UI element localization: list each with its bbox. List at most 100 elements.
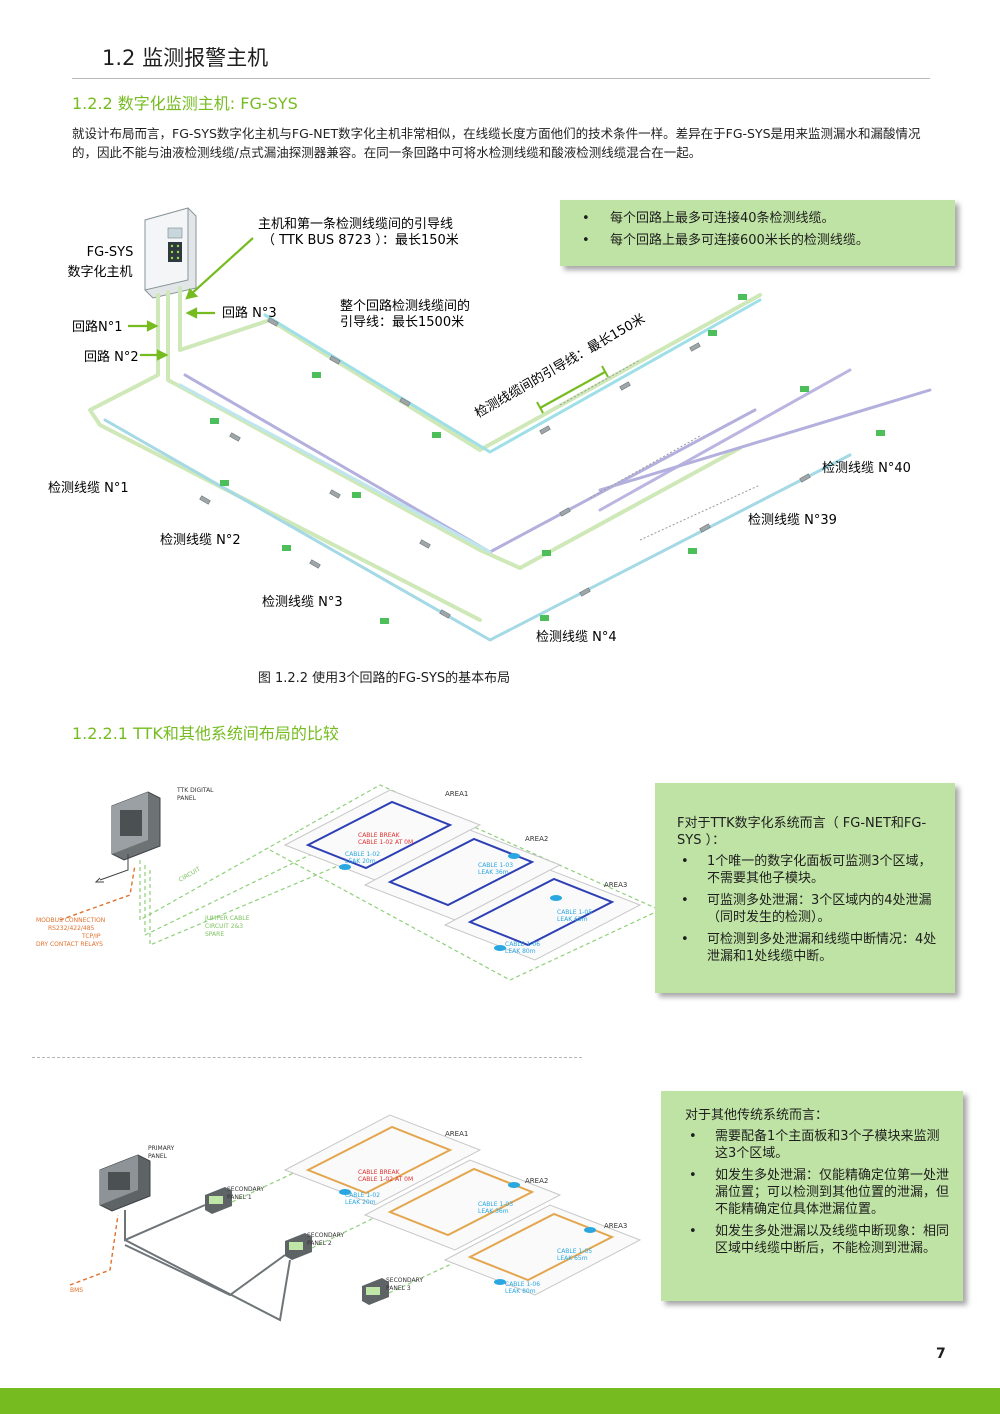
- cable40-label: 检测线缆 N°40: [822, 460, 911, 476]
- ttk-summary-lead: F对于TTK数字化系统而言（ FG-NET和FG-SYS ）：: [677, 816, 927, 848]
- page-number: 7: [936, 1346, 946, 1362]
- conventional-summary-lead: 对于其他传统系统而言：: [685, 1108, 829, 1123]
- ttk-summary-box: F对于TTK数字化系统而言（ FG-NET和FG-SYS ）： 1个唯一的数字化…: [655, 783, 955, 993]
- loop2-label: 回路 N°2: [84, 349, 139, 365]
- bms-label: BMS: [70, 1287, 83, 1294]
- primary-panel-label-2: PANEL: [148, 1153, 168, 1160]
- figure-caption: 图 1.2.2 使用3个回路的FG-SYS的基本布局: [257, 671, 511, 686]
- break-label-b-2: CABLE 1-02 AT 0M: [358, 1176, 413, 1183]
- leak1-label-2: LEAK 20m: [345, 858, 376, 865]
- loop1-wire: [88, 293, 482, 622]
- conventional-layout-diagram: PRIMARY PANEL SECONDARY PANEL 1 SECONDAR…: [69, 1114, 642, 1322]
- host-label-1: FG-SYS: [87, 245, 134, 260]
- loop-limits-box: 每个回路上最多可连接40条检测线缆。 每个回路上最多可连接600米长的检测线缆。: [560, 200, 955, 266]
- secondary-panel-2-icon: [285, 1233, 312, 1260]
- modbus-label: MODBUS CONNECTION: [36, 917, 105, 924]
- area1-label: AREA1: [445, 790, 468, 798]
- cable3-label: 检测线缆 N°3: [262, 594, 343, 610]
- leak4-label-b: CABLE 1-06: [505, 1281, 540, 1288]
- secondary-panel-3-icon: [362, 1278, 389, 1305]
- dotted-gap-1: [559, 359, 641, 406]
- cable1-label: 检测线缆 N°1: [48, 480, 129, 496]
- secondary-panel-1-label-2: PANEL 1: [227, 1194, 252, 1201]
- circuit-label: CIRCUIT: [178, 866, 202, 884]
- ttk-panel-label-2: PANEL: [177, 795, 197, 802]
- host-label-2: 数字化主机: [67, 265, 132, 280]
- page-title: 1.2 监测报警主机: [102, 46, 269, 70]
- leak2-label-2: LEAK 36m: [478, 869, 509, 876]
- leak4-label-2: LEAK 80m: [505, 948, 536, 955]
- conventional-summary-item: 如发生多处泄漏以及线缆中断现象：相同区域中线缆中断后，不能检测到泄漏。: [685, 1223, 949, 1257]
- conventional-summary-box: 对于其他传统系统而言： 需要配备1个主面板和3个子模块来监测这3个区域。 如发生…: [661, 1091, 963, 1301]
- primary-panel-icon: [99, 1154, 151, 1212]
- loop-lead-label-2: 引导线：最长1500米: [340, 315, 464, 330]
- leak2-label-b-2: LEAK 36m: [478, 1208, 509, 1215]
- leak3-label-2: LEAK 65m: [557, 916, 588, 923]
- lead-label-2: （ TTK BUS 8723 ）：最长150米: [262, 233, 459, 248]
- leak1-label-b-2: LEAK 20m: [345, 1199, 376, 1206]
- leak1-label: CABLE 1-02: [345, 851, 380, 858]
- break-label: CABLE BREAK: [358, 832, 401, 839]
- break-label-b: CABLE BREAK: [358, 1169, 401, 1176]
- conventional-summary-item: 如发生多处泄漏：仅能精确定位第一处泄漏位置；可以检测到其他位置的泄漏，但不能精确…: [685, 1167, 949, 1218]
- primary-panel-label: PRIMARY: [148, 1145, 175, 1152]
- ttk-panel-icon: [111, 791, 161, 861]
- fg-sys-host-icon: [144, 207, 197, 299]
- loop3-label: 回路 N°3: [222, 305, 277, 321]
- area1-label-b: AREA1: [445, 1130, 468, 1138]
- dotted-gap-2: [589, 435, 701, 499]
- lead-label-1: 主机和第一条检测线缆间的引导线: [258, 216, 453, 232]
- cable-run-2: [183, 373, 757, 554]
- section-divider: [32, 1057, 582, 1058]
- cable-run-40: [598, 388, 932, 492]
- footer-bar: [0, 1388, 1000, 1414]
- ttk-panel-label: TTK DIGITAL: [176, 787, 214, 794]
- circuit23-label: CIRCUIT 2&3: [205, 923, 243, 930]
- ttk-summary-item: 可检测到多处泄漏和线缆中断情况：4处泄漏和1处线缆中断。: [677, 931, 941, 965]
- secondary-panel-1-icon: [205, 1187, 232, 1214]
- area2-label-b: AREA2: [525, 1177, 548, 1185]
- loop-lead-label-1: 整个回路检测线缆间的: [340, 298, 470, 314]
- cable-run-1: [103, 418, 852, 642]
- title-divider: [72, 78, 930, 79]
- leak3-label-b: CABLE 1-05: [557, 1248, 592, 1255]
- spare-label: SPARE: [205, 931, 224, 938]
- intro-paragraph: 就设计布局而言，FG-SYS数字化主机与FG-NET数字化主机非常相似，在线缆长…: [72, 126, 921, 160]
- relays-label: DRY CONTACT RELAYS: [36, 941, 103, 948]
- tcp-label: TCP/IP: [81, 933, 101, 940]
- arrow-lead: [189, 237, 254, 296]
- cable4-label: 检测线缆 N°4: [536, 629, 617, 645]
- leak1-label-b: CABLE 1-02: [345, 1192, 380, 1199]
- rs-label: RS232/422/485: [48, 925, 95, 932]
- area3-label: AREA3: [604, 881, 627, 889]
- break-label-2: CABLE 1-02 AT 0M: [358, 839, 413, 846]
- conventional-summary-item: 需要配备1个主面板和3个子模块来监测这3个区域。: [685, 1128, 949, 1162]
- loop-limit-item: 每个回路上最多可连接600米长的检测线缆。: [578, 232, 941, 249]
- area3-label-b: AREA3: [604, 1222, 627, 1230]
- ttk-summary-item: 1个唯一的数字化面板可监测3个区域，不需要其他子模块。: [677, 853, 941, 887]
- length-bar: [539, 371, 606, 409]
- secondary-panel-1-label: SECONDARY: [227, 1186, 264, 1193]
- jumper-label: JUMPER CABLE: [204, 915, 250, 922]
- section-heading: 1.2.2 数字化监测主机: FG-SYS: [72, 94, 298, 113]
- leak4-label-b-2: LEAK 80m: [505, 1288, 536, 1295]
- leak4-label: CABLE 1-06: [505, 941, 540, 948]
- cable2-label: 检测线缆 N°2: [160, 532, 241, 548]
- leak2-label: CABLE 1-03: [478, 862, 513, 869]
- layout-diagram: FG-SYS 数字化主机 主机和第一条检测线缆间的引导线 （ TTK BUS 8…: [48, 207, 932, 645]
- secondary-panel-2-label-2: PANEL 2: [307, 1240, 332, 1247]
- secondary-panel-2-label: SECONDARY: [307, 1232, 344, 1239]
- ttk-summary-item: 可监测多处泄漏：3个区域内的4处泄漏（同时发生的检测）。: [677, 892, 941, 926]
- area2-label: AREA2: [525, 835, 548, 843]
- loop2-wire: [166, 290, 742, 570]
- ttk-layout-diagram: TTK DIGITAL PANEL MODBUS CONNECTION RS23…: [36, 784, 660, 981]
- area2-plate: [363, 829, 562, 921]
- leak3-label-b-2: LEAK 65m: [557, 1255, 588, 1262]
- cable-run-2b: [178, 383, 492, 554]
- secondary-panel-3-label-2: PANEL 3: [386, 1285, 411, 1292]
- subsection-heading: 1.2.2.1 TTK和其他系统间布局的比较: [72, 724, 339, 743]
- loop-limit-item: 每个回路上最多可连接40条检测线缆。: [578, 210, 941, 227]
- leak3-label: CABLE 1-05: [557, 909, 592, 916]
- loop1-label: 回路N°1: [72, 319, 123, 335]
- cable-run-39: [598, 368, 852, 512]
